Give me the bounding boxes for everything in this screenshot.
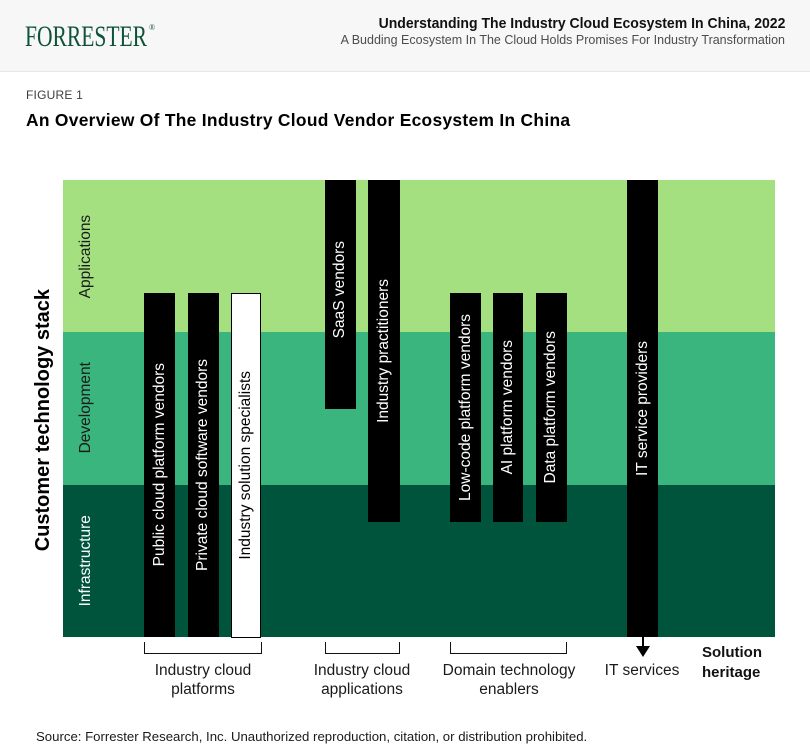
svg-text:FORRESTER: FORRESTER — [25, 20, 147, 53]
svg-text:®: ® — [149, 23, 155, 32]
